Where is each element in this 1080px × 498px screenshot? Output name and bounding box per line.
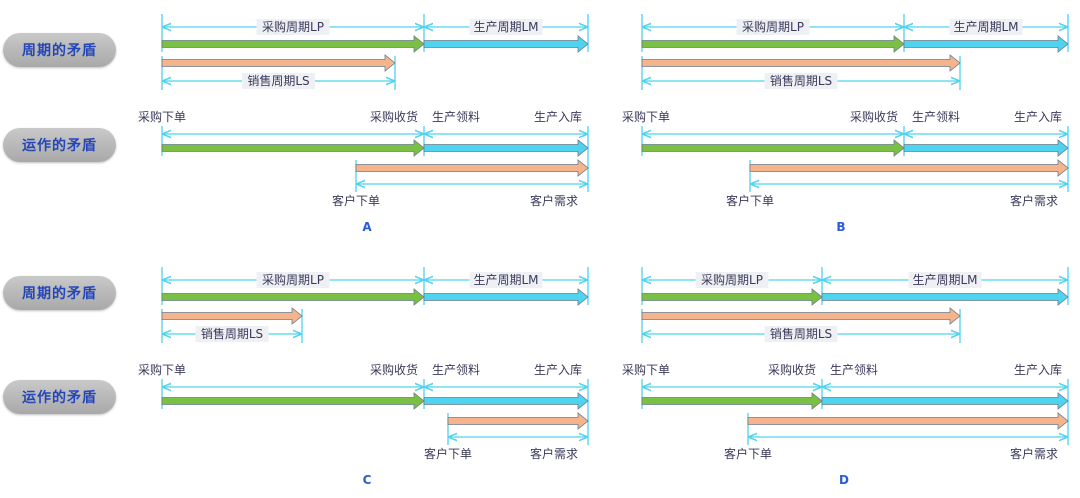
panel-a-lm-label-bg (469, 19, 543, 35)
panel-a-lp-label: 采购周期LP (262, 19, 324, 34)
panel-b-purchase-receive-label: 采购收货 (850, 109, 898, 124)
panel-c-purchase-order-label: 采购下单 (138, 362, 186, 377)
panel-c-ls-label: 销售周期LS (201, 326, 263, 341)
row-label-operation-bottom: 运作的矛盾 (3, 380, 116, 414)
panel-letter-b: B (836, 220, 846, 234)
panel-d-op-purchase-arrow (641, 392, 823, 410)
panel-c-customer-demand-label: 客户需求 (530, 446, 578, 461)
panel-a-op-production-arrow (423, 139, 589, 157)
panel-d-customer-arrow (747, 412, 1069, 430)
panel-c-production-pick-label: 生产领料 (432, 363, 480, 377)
panel-b-lp-label-bg (736, 19, 810, 35)
panel-a-customer-order-label: 客户下单 (332, 193, 380, 208)
row-label-operation-top: 运作的矛盾 (3, 128, 116, 162)
panel-a-ls-label: 销售周期LS (247, 73, 309, 88)
panel-d-op-production-arrow (821, 392, 1069, 410)
panel-d-ls-label-bg (764, 326, 838, 342)
panel-b-sales-arrow (641, 54, 961, 72)
panel-a-production-arrow (423, 35, 589, 53)
panel-a-production-pick-label: 生产领料 (432, 110, 480, 124)
panel-b-ls-label: 销售周期LS (770, 73, 832, 88)
panel-d-purchase-order-label: 采购下单 (622, 362, 670, 377)
panel-a-customer-demand-label: 客户需求 (530, 193, 578, 208)
panel-c-lm-label-bg (469, 272, 543, 288)
panel-d-lp-label-bg (695, 272, 769, 288)
panel-b-production-store-label: 生产入库 (1014, 109, 1062, 124)
panel-d-lm-label-bg (908, 272, 982, 288)
panel-c-ls-label-bg (195, 326, 269, 342)
panel-b-lm-label: 生产周期LM (953, 20, 1018, 34)
panel-a-op-purchase-arrow (161, 139, 425, 157)
panel-c-customer-order-label: 客户下单 (424, 446, 472, 461)
panel-a-purchase-arrow (161, 35, 425, 53)
panel-b-purchase-order-label: 采购下单 (622, 109, 670, 124)
panel-c-purchase-arrow (161, 288, 425, 306)
panel-c-lp-label-bg (256, 272, 330, 288)
panel-b-ls-label-bg (764, 73, 838, 89)
panel-c-lm-label: 生产周期LM (473, 273, 538, 287)
panel-d-production-pick-label: 生产领料 (830, 363, 878, 377)
panel-b-customer-arrow (749, 159, 1069, 177)
panel-d-sales-arrow (641, 307, 961, 325)
panel-b-production-arrow (903, 35, 1069, 53)
panel-d-lp-label: 采购周期LP (701, 272, 763, 287)
panel-d-production-store-label: 生产入库 (1014, 362, 1062, 377)
panel-c-sales-arrow (161, 307, 303, 325)
panel-b-production-pick-label: 生产领料 (912, 110, 960, 124)
panel-c-lp-label: 采购周期LP (262, 272, 324, 287)
panel-d-customer-order-label: 客户下单 (724, 446, 772, 461)
panel-a-lm-label: 生产周期LM (473, 20, 538, 34)
panel-b-op-purchase-arrow (641, 139, 905, 157)
panel-b-lp-label: 采购周期LP (742, 19, 804, 34)
panel-a-production-store-label: 生产入库 (534, 109, 582, 124)
panel-c-production-arrow (423, 288, 589, 306)
panel-d-purchase-arrow (641, 288, 823, 306)
panel-d-customer-demand-label: 客户需求 (1010, 446, 1058, 461)
panel-a-lp-label-bg (256, 19, 330, 35)
panel-b-customer-order-label: 客户下单 (726, 193, 774, 208)
panel-b-customer-demand-label: 客户需求 (1010, 193, 1058, 208)
row-label-cycle-top: 周期的矛盾 (3, 33, 116, 67)
panel-c-op-purchase-arrow (161, 392, 425, 410)
panel-a-customer-arrow (355, 159, 589, 177)
panel-d-lm-label: 生产周期LM (912, 273, 977, 287)
panel-b-op-production-arrow (903, 139, 1069, 157)
panel-b-purchase-arrow (641, 35, 905, 53)
panel-letter-a: A (362, 220, 372, 234)
panel-letter-d: D (839, 473, 849, 487)
panel-a-sales-arrow (161, 54, 396, 72)
panel-c-purchase-receive-label: 采购收货 (370, 362, 418, 377)
panel-d-ls-label: 销售周期LS (770, 326, 832, 341)
panel-a-purchase-order-label: 采购下单 (138, 109, 186, 124)
panel-c-production-store-label: 生产入库 (534, 362, 582, 377)
panel-d-purchase-receive-label: 采购收货 (768, 362, 816, 377)
row-label-cycle-bottom: 周期的矛盾 (3, 276, 116, 310)
panel-a-purchase-receive-label: 采购收货 (370, 109, 418, 124)
panel-c-customer-arrow (447, 412, 589, 430)
panel-d-production-arrow (821, 288, 1069, 306)
panel-letter-c: C (362, 473, 372, 487)
panel-a-ls-label-bg (242, 73, 315, 89)
panel-b-lm-label-bg (949, 19, 1023, 35)
panel-c-op-production-arrow (423, 392, 589, 410)
